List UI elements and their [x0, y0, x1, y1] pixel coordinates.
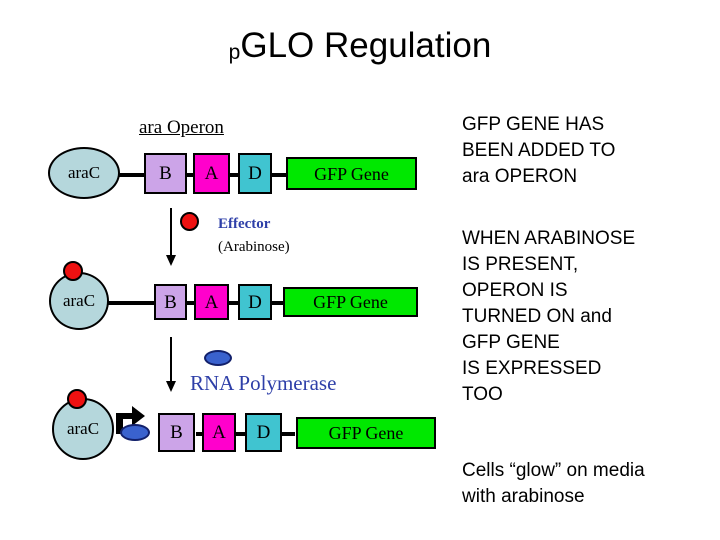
connector-line — [281, 432, 295, 436]
gene-box-gfp-row2[interactable]: GFP Gene — [283, 287, 418, 317]
page-title: pGLO Regulation — [0, 26, 720, 71]
gene-box-b-row3[interactable]: B — [158, 413, 195, 452]
connector-line — [229, 173, 242, 177]
gene-box-a-row2[interactable]: A — [194, 284, 229, 320]
arac-protein-row1[interactable]: araC — [48, 147, 120, 199]
arac-protein-row2[interactable]: araC — [49, 272, 109, 330]
rna-polymerase-icon — [204, 350, 232, 366]
effector-sublabel: (Arabinose) — [218, 239, 290, 255]
page-title-main: GLO Regulation — [240, 26, 492, 65]
note-cells-glow: Cells “glow” on media with arabinose — [462, 460, 645, 507]
gene-label: GFP Gene — [313, 292, 388, 312]
gene-label: A — [204, 291, 219, 313]
connector-line — [234, 432, 246, 436]
arac-label: araC — [62, 291, 96, 310]
gene-box-b-row2[interactable]: B — [154, 284, 187, 320]
arac-label: araC — [66, 419, 100, 438]
arac-label: araC — [67, 163, 101, 182]
connector-line — [271, 173, 287, 177]
gene-box-gfp-row1[interactable]: GFP Gene — [286, 157, 417, 190]
ara-operon-label: ara Operon — [139, 117, 224, 138]
gene-box-a-row1[interactable]: A — [193, 153, 230, 194]
gene-label: GFP Gene — [328, 423, 404, 443]
gene-label: B — [170, 422, 183, 443]
connector-line — [186, 301, 197, 305]
connector-line — [228, 301, 239, 305]
gene-label: D — [256, 422, 271, 443]
rna-polymerase-bound-icon — [120, 424, 150, 441]
gene-label: B — [159, 163, 172, 184]
effector-dot-bound-row3-icon — [67, 389, 87, 409]
effector-label: Effector — [218, 216, 271, 232]
connector-line — [118, 173, 155, 177]
connector-line — [108, 301, 157, 305]
effector-dot-bound-row2-icon — [63, 261, 83, 281]
flow-arrow-2-shaft — [170, 337, 172, 383]
gene-box-a-row3[interactable]: A — [202, 413, 236, 452]
effector-dot-icon — [180, 212, 199, 231]
page-title-prefix: p — [228, 41, 241, 64]
gene-label: A — [212, 422, 226, 443]
promoter-arrow-icon — [116, 406, 145, 434]
arac-protein-row3[interactable]: araC — [52, 398, 114, 460]
flow-arrow-2-head — [166, 381, 176, 392]
note-arabinose-present: WHEN ARABINOSE IS PRESENT, OPERON IS TUR… — [462, 228, 636, 405]
rna-polymerase-label: RNA Polymerase — [190, 371, 337, 395]
flow-arrow-1-head — [166, 255, 176, 266]
gene-box-b-row1[interactable]: B — [144, 153, 187, 194]
note-gfp-added: GFP GENE HAS BEEN ADDED TO ara OPERON — [462, 114, 616, 187]
gene-label: D — [248, 291, 262, 313]
gene-box-d-row3[interactable]: D — [245, 413, 282, 452]
flow-arrow-1-shaft — [170, 208, 172, 257]
gene-box-d-row2[interactable]: D — [238, 284, 272, 320]
gene-label: GFP Gene — [314, 163, 389, 184]
gene-box-d-row1[interactable]: D — [238, 153, 272, 194]
connector-line — [271, 301, 283, 305]
gene-label: D — [248, 163, 262, 184]
gene-label: A — [204, 163, 219, 184]
gene-box-gfp-row3[interactable]: GFP Gene — [296, 417, 436, 449]
connector-line — [196, 432, 203, 436]
gene-label: B — [164, 291, 177, 313]
